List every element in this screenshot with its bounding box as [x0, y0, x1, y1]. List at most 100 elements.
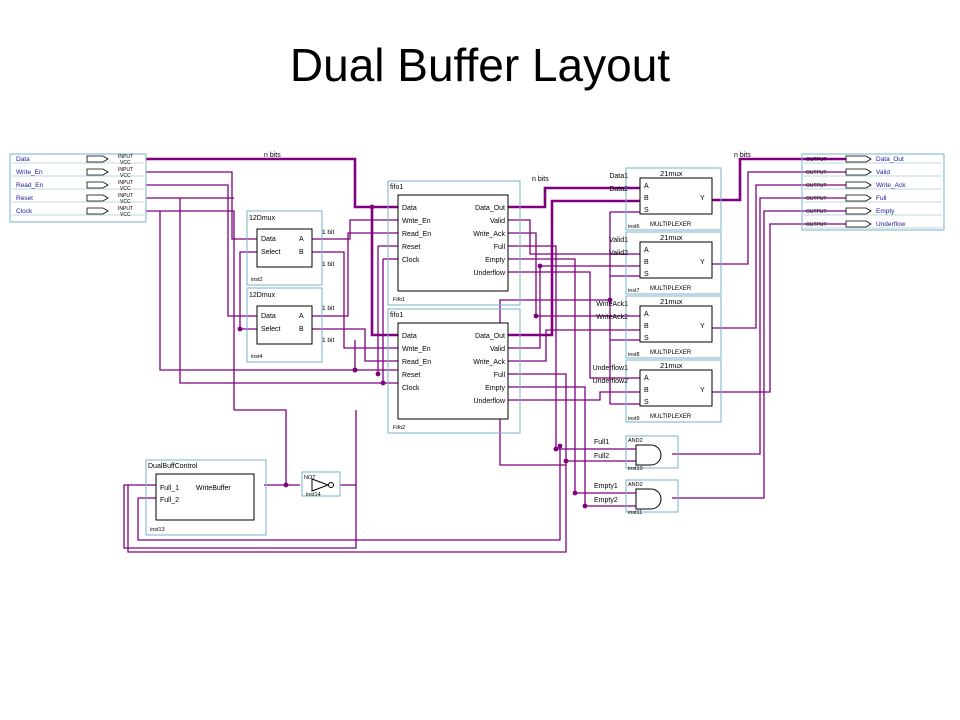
fifo-input-port-label: Data [402, 205, 417, 212]
wire [506, 186, 640, 209]
fifo-input-port-label: Write_En [402, 218, 431, 225]
demux-name: 12Dmux [249, 292, 276, 299]
control-port-label: Full_2 [160, 497, 179, 504]
mux-name: 21mux [660, 361, 683, 370]
mux-type-label: MULTIPLEXER [650, 414, 692, 420]
mux-input-label: Valid1 [609, 237, 628, 244]
slide-title: Dual Buffer Layout [289, 39, 671, 91]
junction-dot [283, 482, 289, 488]
junction-dot [375, 371, 381, 377]
mux-port-label: S [644, 271, 649, 278]
input-pin-symbol [86, 207, 109, 215]
junction-dot [380, 380, 386, 386]
mux-port-label: Y [700, 387, 705, 394]
mux-body [639, 241, 713, 279]
output-pin-label: Valid [876, 169, 890, 176]
pin-kind-label: INPUT [118, 180, 133, 186]
instance-label: inst7 [628, 288, 640, 294]
wire [123, 484, 357, 549]
wire [506, 271, 640, 379]
mux-port-label: B [644, 323, 649, 330]
demux-port-label: B [299, 326, 304, 333]
wire [312, 232, 398, 317]
instance-label: Fifo1 [393, 297, 405, 303]
mux-body [639, 305, 713, 343]
mux-input-label: Underflow2 [593, 378, 629, 385]
mux-input-label: Underflow1 [593, 365, 629, 372]
input-pin-symbol [86, 155, 109, 163]
junction-dot [582, 503, 588, 509]
input-pin-label: Write_En [16, 169, 43, 176]
fifo-output-port-label: Underflow [473, 270, 505, 277]
demux-frame [246, 287, 323, 363]
output-pin-frame [801, 153, 945, 231]
mux-port-label: A [644, 247, 649, 254]
demux-body [256, 228, 313, 268]
mux-frame [625, 359, 722, 423]
fifo-input-port-label: Read_En [402, 231, 431, 238]
fifo-output-port-label: Full [494, 372, 506, 379]
fifo-output-port-label: Data_Out [475, 333, 505, 340]
instance-label: inst4 [251, 354, 263, 360]
and-gate-frame [625, 479, 679, 513]
instance-label: inst8 [628, 352, 640, 358]
mux-input-label: Valid2 [609, 250, 628, 257]
fifo-body [397, 322, 509, 420]
pin-kind-label: OUTPUT [806, 209, 827, 215]
wire [712, 223, 850, 393]
fifo-input-port-label: Reset [402, 372, 420, 379]
wire [672, 197, 850, 455]
mux-port-label: S [644, 207, 649, 214]
demux-port-label: A [299, 313, 304, 320]
mux-port-label: Y [700, 259, 705, 266]
fifo-frame [387, 180, 521, 306]
output-pin-symbol [845, 181, 872, 189]
wire [712, 157, 850, 202]
wire [312, 219, 398, 240]
instance-label: inst10 [628, 466, 643, 472]
mux-input-label: Data2 [609, 186, 628, 193]
control-port-label: Full_1 [160, 485, 179, 492]
demux-frame [246, 210, 323, 286]
wires [123, 157, 850, 553]
fifo-input-port-label: Write_En [402, 346, 431, 353]
wire [370, 207, 398, 337]
output-pin-label: Full [876, 195, 887, 202]
fifo-input-port-label: Clock [402, 385, 420, 392]
instance-label: inst9 [628, 416, 640, 422]
demux-port-label: Data [261, 236, 276, 243]
bus-label: n bits [264, 152, 281, 159]
and-gate-name: AND2 [628, 438, 643, 444]
fifo-output-port-label: Full [494, 244, 506, 251]
output-pin-symbol [845, 220, 872, 228]
wire [159, 211, 398, 371]
fifo-output-port-label: Empty [485, 257, 505, 264]
and-gate-symbol [635, 444, 662, 466]
demux-body [256, 305, 313, 345]
junction-dot [557, 443, 563, 449]
junction-dot [533, 313, 539, 319]
fifo-input-port-label: Data [402, 333, 417, 340]
wire [712, 171, 850, 265]
mux-port-label: B [644, 387, 649, 394]
fifo-output-port-label: Underflow [473, 398, 505, 405]
wire-label: 1 bit [322, 261, 334, 268]
demux-port-label: B [299, 249, 304, 256]
pin-kind-label: INPUT [118, 154, 133, 160]
junction-dot [369, 204, 375, 210]
instance-label: inst14 [306, 492, 321, 498]
instance-label: Fifo2 [393, 425, 405, 431]
instance-label: inst11 [628, 510, 642, 516]
wire [234, 409, 300, 486]
mux-port-label: S [644, 399, 649, 406]
wire [506, 329, 640, 362]
pin-kind-label: INPUT [118, 206, 133, 212]
fifo-body [397, 194, 509, 292]
mux-type-label: MULTIPLEXER [650, 286, 692, 292]
mux-body [639, 369, 713, 407]
demux-port-label: Select [261, 326, 281, 333]
wire [506, 386, 640, 507]
and-gate-symbol [635, 488, 662, 510]
wire [137, 446, 561, 541]
